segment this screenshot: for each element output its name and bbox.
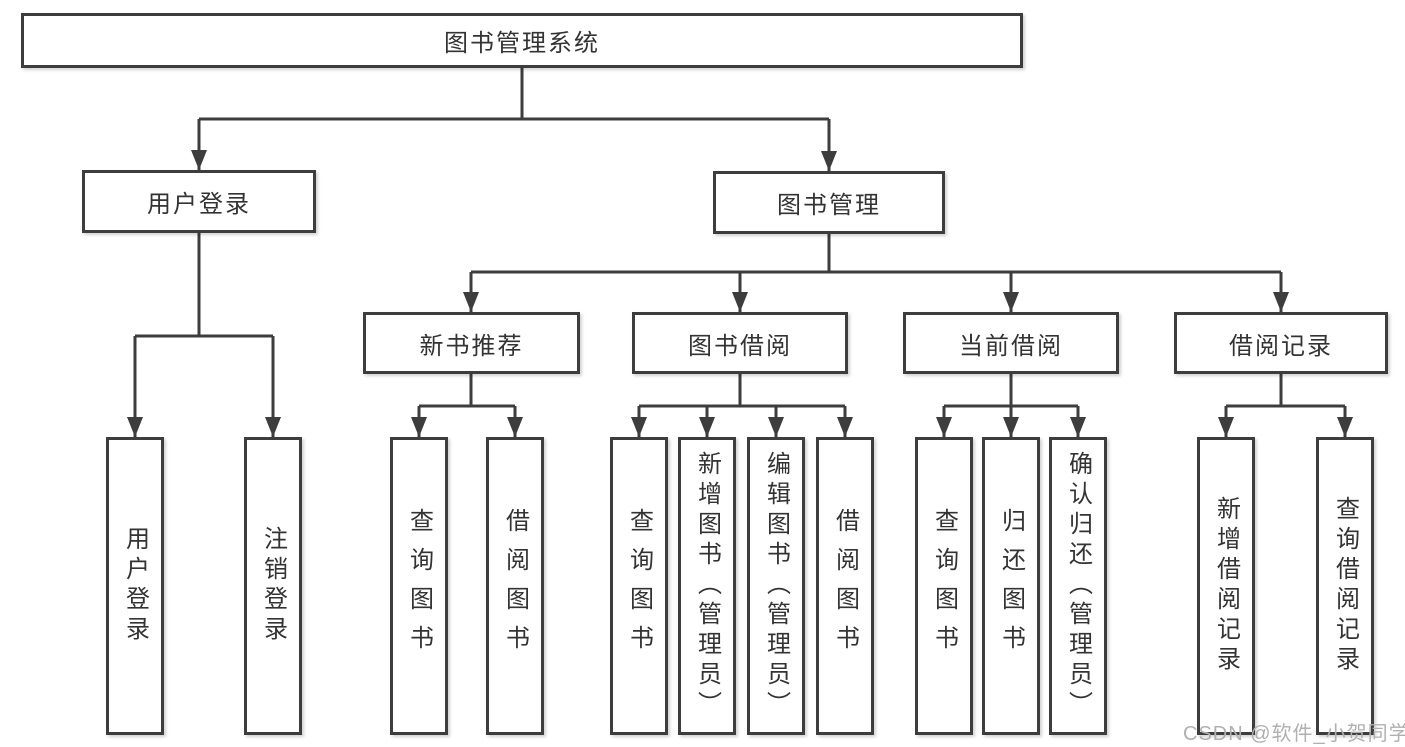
leaf-node-query-books: 查询图书 — [915, 437, 973, 735]
connector-user-login-branch — [127, 233, 281, 437]
leaf-node-add-borrow-record: 新增借阅记录 — [1197, 437, 1255, 735]
level3-node-label: 借阅记录 — [1229, 332, 1333, 360]
leaf-node-label: 查询图书 — [625, 508, 653, 664]
level2-node-user-login: 用户登录 — [82, 170, 316, 233]
connector-current-borrow-branch — [936, 374, 1086, 437]
root-node-label: 图书管理系统 — [444, 30, 600, 57]
leaf-node-query-books: 查询图书 — [390, 437, 448, 735]
level3-node-label: 新书推荐 — [419, 332, 524, 360]
leaf-node-label: 用户登录 — [121, 526, 149, 646]
level2-node-label: 图书管理 — [777, 192, 881, 219]
leaf-node-borrow-books: 借阅图书 — [816, 437, 874, 735]
connector-new-books-branch — [411, 374, 523, 437]
leaf-node-label: 借阅图书 — [501, 508, 529, 664]
leaf-node-label: 编辑图书（管理员） — [762, 451, 790, 721]
leaf-node-logout: 注销登录 — [244, 437, 302, 735]
connector-root-to-level2 — [191, 68, 837, 171]
leaf-node-query-books: 查询图书 — [610, 437, 668, 735]
csdn-watermark: CSDN @软件_小贺同学 — [1183, 723, 1405, 745]
leaf-node-edit-books-admin: 编辑图书（管理员） — [747, 437, 805, 735]
leaf-node-add-books-admin: 新增图书（管理员） — [678, 437, 736, 735]
leaf-node-label: 借阅图书 — [831, 508, 859, 664]
root-node-book-management-system: 图书管理系统 — [21, 13, 1023, 68]
level3-node-book-borrow: 图书借阅 — [632, 312, 848, 374]
leaf-node-borrow-books: 借阅图书 — [486, 437, 544, 735]
level3-node-label: 当前借阅 — [959, 332, 1063, 360]
level2-node-label: 用户登录 — [147, 191, 251, 218]
level3-node-new-book-recommend: 新书推荐 — [363, 312, 580, 374]
connector-book-borrow-branch — [631, 374, 853, 437]
connector-borrow-records-branch — [1218, 374, 1353, 437]
leaf-node-return-books: 归还图书 — [982, 437, 1040, 735]
leaf-node-confirm-return-admin: 确认归还（管理员） — [1049, 437, 1107, 735]
leaf-node-label: 注销登录 — [259, 526, 287, 646]
leaf-node-user-login: 用户登录 — [106, 437, 164, 735]
leaf-node-label: 查询借阅记录 — [1331, 496, 1359, 676]
leaf-node-label: 新增借阅记录 — [1212, 496, 1240, 676]
level3-node-label: 图书借阅 — [688, 332, 792, 360]
leaf-node-label: 确认归还（管理员） — [1064, 451, 1092, 721]
level3-node-borrow-records: 借阅记录 — [1174, 312, 1388, 374]
leaf-node-label: 查询图书 — [930, 508, 958, 664]
leaf-node-query-borrow-record: 查询借阅记录 — [1316, 437, 1374, 735]
level3-node-current-borrow: 当前借阅 — [903, 312, 1119, 374]
leaf-node-label: 归还图书 — [997, 508, 1025, 664]
level2-node-book-management: 图书管理 — [713, 171, 945, 234]
leaf-node-label: 查询图书 — [405, 508, 433, 664]
leaf-node-label: 新增图书（管理员） — [693, 451, 721, 721]
connector-book-management-branch — [463, 234, 1289, 312]
